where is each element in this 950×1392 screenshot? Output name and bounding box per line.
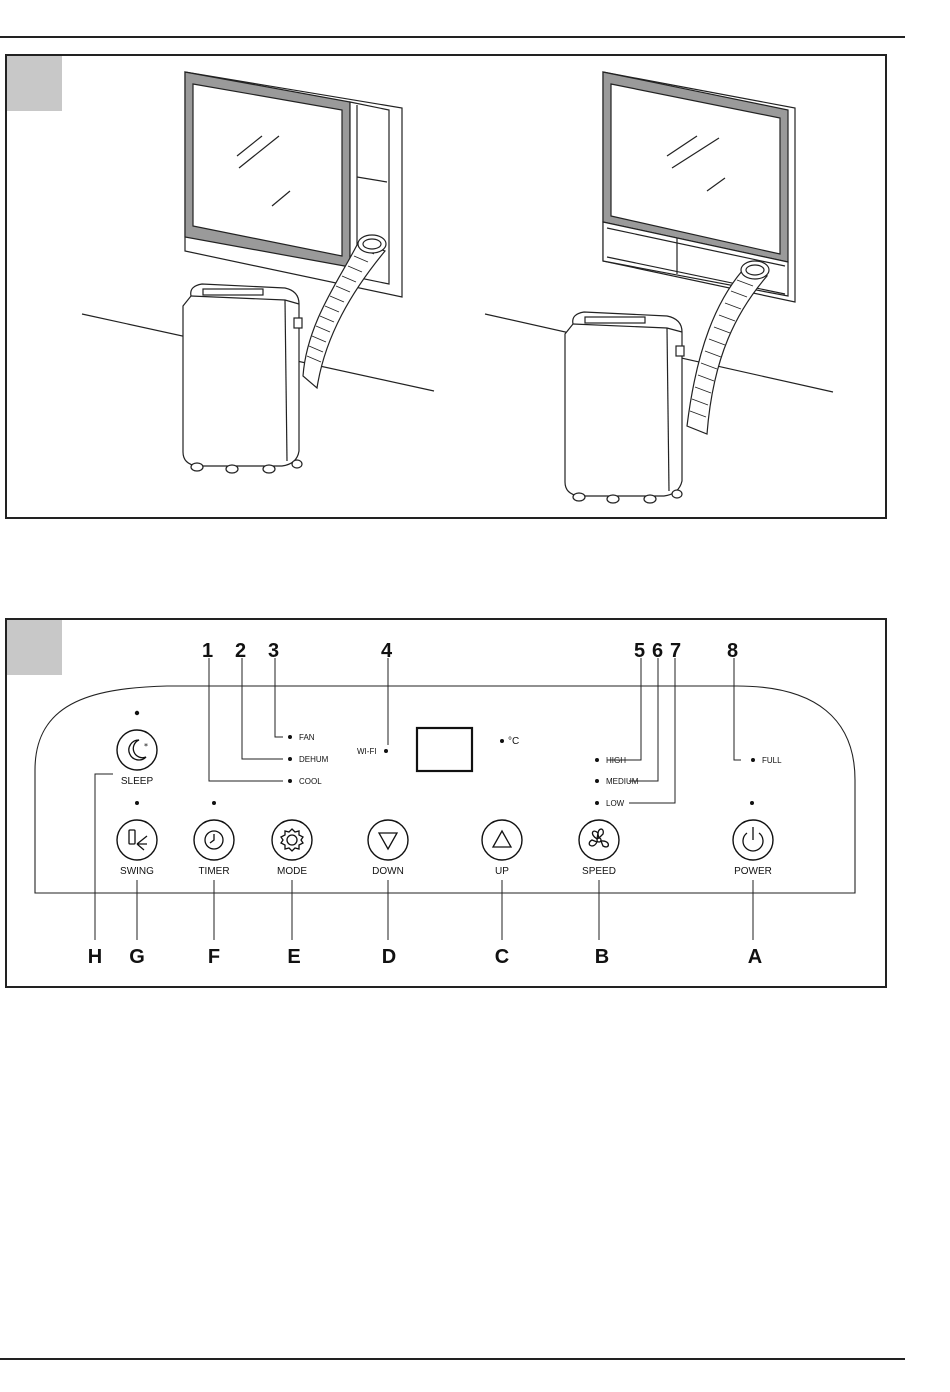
callout-A: A bbox=[748, 946, 762, 968]
low-label: LOW bbox=[606, 799, 625, 808]
fan-indicator-dot bbox=[288, 735, 292, 739]
callout-4: 4 bbox=[381, 640, 393, 662]
control-panel-drawing: FAN DEHUM COOL WI-FI °C HIGH MEDIUM LOW … bbox=[7, 620, 889, 990]
celsius-label: °C bbox=[508, 736, 519, 747]
dehum-indicator-dot bbox=[288, 757, 292, 761]
display-window bbox=[417, 728, 472, 771]
callout-H: H bbox=[88, 946, 102, 968]
callout-E: E bbox=[287, 946, 300, 968]
sleep-indicator-dot bbox=[135, 711, 139, 715]
swing-indicator-dot bbox=[135, 801, 139, 805]
swing-button[interactable] bbox=[117, 820, 157, 860]
callout-2: 2 bbox=[235, 640, 246, 662]
wifi-indicator-dot bbox=[384, 749, 388, 753]
leader-8 bbox=[734, 658, 741, 760]
speed-label: SPEED bbox=[582, 866, 616, 877]
wifi-label: WI-FI bbox=[357, 747, 377, 756]
swing-label: SWING bbox=[120, 866, 154, 877]
up-label: UP bbox=[495, 866, 509, 877]
high-indicator-dot bbox=[595, 758, 599, 762]
dehum-label: DEHUM bbox=[299, 755, 329, 764]
sleep-button[interactable] bbox=[117, 730, 157, 770]
ac-unit-left bbox=[183, 284, 302, 473]
cool-label: COOL bbox=[299, 777, 322, 786]
full-label: FULL bbox=[762, 756, 782, 765]
speed-button[interactable] bbox=[579, 820, 619, 860]
mode-label: MODE bbox=[277, 866, 307, 877]
bottom-rule bbox=[0, 1358, 905, 1360]
callout-G: G bbox=[129, 946, 145, 968]
callout-1: 1 bbox=[202, 640, 213, 662]
figure-1-installation bbox=[5, 54, 887, 519]
fan-label: FAN bbox=[299, 733, 315, 742]
callout-6: 6 bbox=[652, 640, 663, 662]
top-rule bbox=[0, 36, 905, 38]
down-label: DOWN bbox=[372, 866, 404, 877]
leader-6 bbox=[629, 658, 658, 781]
timer-indicator-dot bbox=[212, 801, 216, 805]
leader-1 bbox=[209, 658, 283, 781]
timer-label: TIMER bbox=[198, 866, 229, 877]
panel-outline bbox=[35, 686, 855, 893]
callout-3: 3 bbox=[268, 640, 279, 662]
low-indicator-dot bbox=[595, 801, 599, 805]
down-button[interactable] bbox=[368, 820, 408, 860]
ac-unit-right bbox=[565, 312, 684, 503]
svg-text:*: * bbox=[144, 742, 148, 751]
leader-H bbox=[95, 774, 113, 940]
medium-indicator-dot bbox=[595, 779, 599, 783]
full-indicator-dot bbox=[751, 758, 755, 762]
celsius-indicator-dot bbox=[500, 739, 504, 743]
callout-7: 7 bbox=[670, 640, 681, 662]
cool-indicator-dot bbox=[288, 779, 292, 783]
up-button[interactable] bbox=[482, 820, 522, 860]
power-label: POWER bbox=[734, 866, 772, 877]
installation-drawing bbox=[7, 56, 889, 521]
mode-button[interactable] bbox=[272, 820, 312, 860]
callout-5: 5 bbox=[634, 640, 645, 662]
callout-C: C bbox=[495, 946, 509, 968]
callout-F: F bbox=[208, 946, 220, 968]
sleep-label: SLEEP bbox=[121, 776, 154, 787]
callout-B: B bbox=[595, 946, 609, 968]
leader-5 bbox=[607, 658, 641, 760]
callout-8: 8 bbox=[727, 640, 738, 662]
figure-2-control-panel: FAN DEHUM COOL WI-FI °C HIGH MEDIUM LOW … bbox=[5, 618, 887, 988]
leader-3 bbox=[275, 658, 283, 737]
leader-2 bbox=[242, 658, 283, 759]
callout-D: D bbox=[382, 946, 396, 968]
power-indicator-dot bbox=[750, 801, 754, 805]
